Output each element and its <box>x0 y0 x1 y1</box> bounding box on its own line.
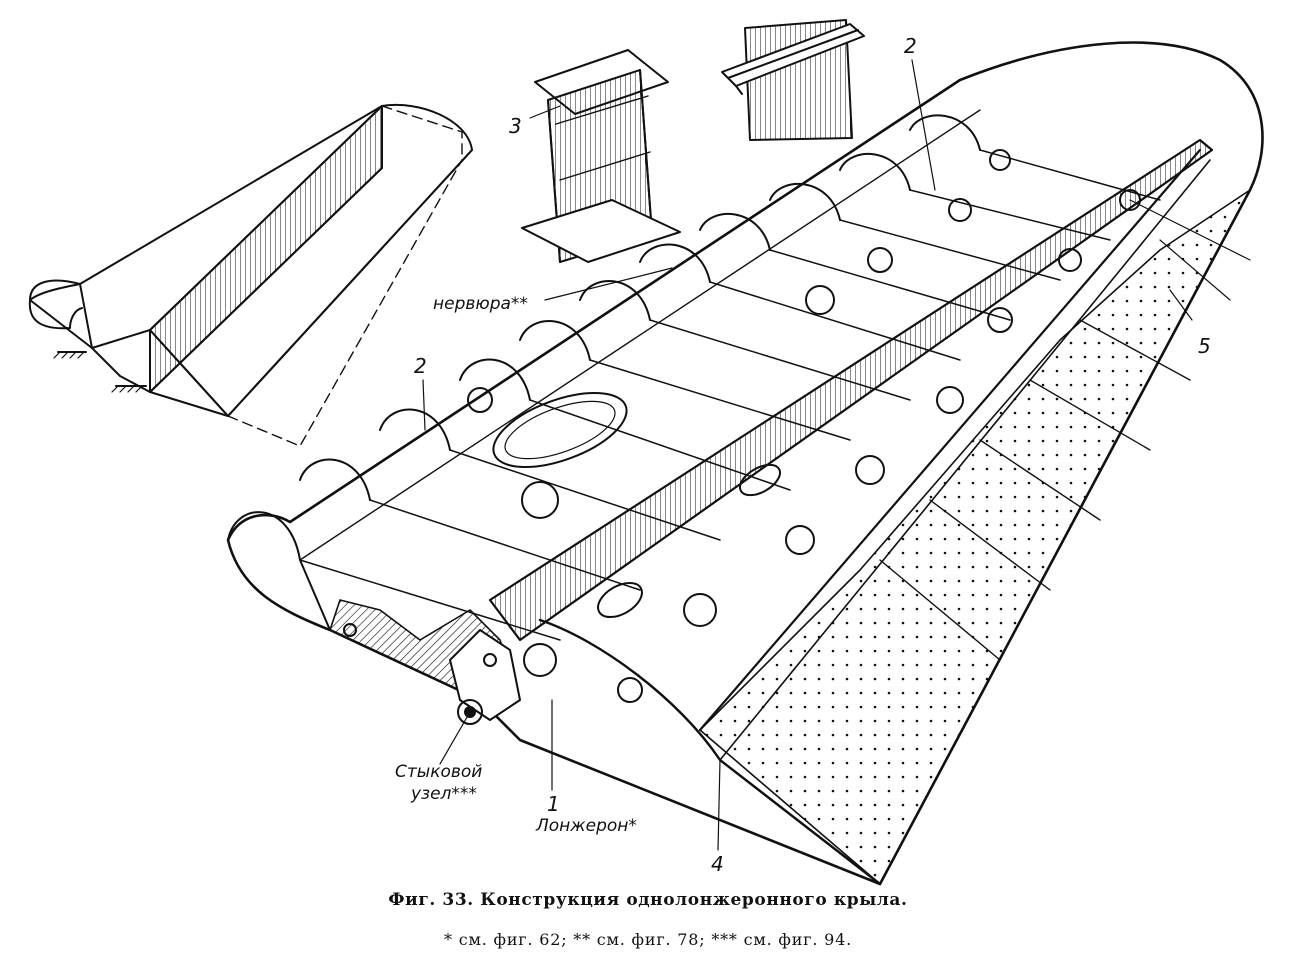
label-4: 4 <box>711 852 724 876</box>
label-3: 3 <box>509 114 522 138</box>
main-wing-drawing <box>226 41 1264 886</box>
label-2-left: 2 <box>414 354 427 378</box>
label-rib: нервюра** <box>433 294 528 314</box>
spar-i-beam-detail <box>521 49 681 263</box>
label-1: 1 <box>547 792 560 816</box>
leader-lines <box>422 59 1193 851</box>
label-joint-line1: Стыковой <box>395 762 483 782</box>
figure-caption-title: Фиг. 33. Конструкция однолонжеронного кр… <box>388 890 908 910</box>
label-joint-line2: узел*** <box>411 784 477 804</box>
wing-schematic <box>28 103 473 447</box>
stringer-detail <box>721 19 865 141</box>
label-spar: Лонжерон* <box>536 816 637 836</box>
label-5: 5 <box>1198 334 1211 358</box>
figure-caption-references: * см. фиг. 62; ** см. фиг. 78; *** см. ф… <box>444 930 852 949</box>
label-2-top: 2 <box>904 34 917 58</box>
